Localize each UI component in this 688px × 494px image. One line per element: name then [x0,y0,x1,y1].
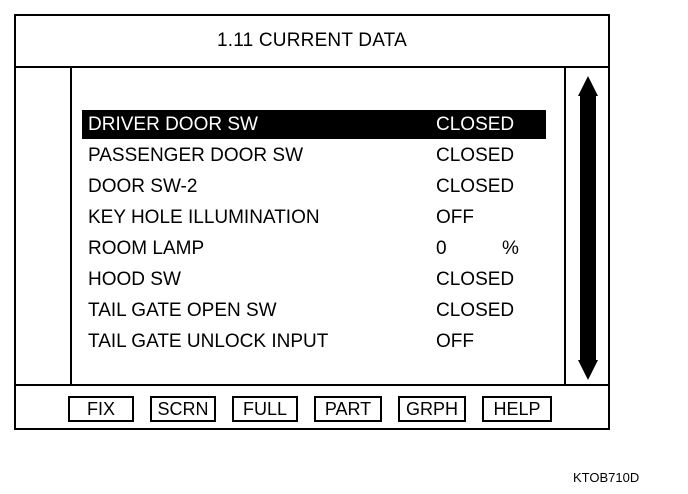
data-row-value: CLOSED [436,145,515,166]
data-row-tail-gate-unlock-input[interactable]: TAIL GATE UNLOCK INPUT OFF [82,327,546,356]
data-row-key-hole-illumination[interactable]: KEY HOLE ILLUMINATION OFF [82,203,546,232]
arrow-down-icon[interactable] [578,360,598,380]
data-row-value: OFF [436,331,474,352]
data-row-label: TAIL GATE UNLOCK INPUT [88,331,329,352]
title-bar: 1.11 CURRENT DATA [16,16,608,68]
scrollbar[interactable] [576,76,600,382]
data-row-value: CLOSED [436,300,515,321]
grph-button[interactable]: GRPH [398,396,466,422]
data-row-value: CLOSED [436,176,515,197]
current-data-list: DRIVER DOOR SW CLOSED PASSENGER DOOR SW … [70,68,566,384]
arrow-up-icon[interactable] [578,76,598,96]
data-row-label: DOOR SW-2 [88,176,198,197]
data-row-driver-door-sw[interactable]: DRIVER DOOR SW CLOSED [82,110,546,139]
data-row-room-lamp[interactable]: ROOM LAMP 0 % [82,234,546,263]
fix-button[interactable]: FIX [68,396,134,422]
help-button[interactable]: HELP [482,396,552,422]
data-row-hood-sw[interactable]: HOOD SW CLOSED [82,265,546,294]
full-button[interactable]: FULL [232,396,298,422]
part-button[interactable]: PART [314,396,382,422]
data-row-value: 0 [436,238,447,259]
data-row-unit: % [502,238,519,259]
data-row-tail-gate-open-sw[interactable]: TAIL GATE OPEN SW CLOSED [82,296,546,325]
data-row-label: KEY HOLE ILLUMINATION [88,207,320,228]
data-row-value: OFF [436,207,474,228]
data-row-passenger-door-sw[interactable]: PASSENGER DOOR SW CLOSED [82,141,546,170]
data-row-label: HOOD SW [88,269,181,290]
function-key-bar: FIX SCRN FULL PART GRPH HELP [16,384,608,428]
scrollbar-track[interactable] [580,96,596,360]
figure-code: KTOB710D [573,470,640,485]
data-row-label: TAIL GATE OPEN SW [88,300,277,321]
data-row-value: CLOSED [436,269,515,290]
scan-tool-screen: 1.11 CURRENT DATA DRIVER DOOR SW CLOSED … [14,14,610,430]
data-row-label: ROOM LAMP [88,238,205,259]
data-row-value: CLOSED [436,114,515,135]
screen-title: 1.11 CURRENT DATA [217,30,407,51]
data-row-label: PASSENGER DOOR SW [88,145,304,166]
data-row-label: DRIVER DOOR SW [88,114,258,135]
scrn-button[interactable]: SCRN [150,396,216,422]
data-row-door-sw-2[interactable]: DOOR SW-2 CLOSED [82,172,546,201]
